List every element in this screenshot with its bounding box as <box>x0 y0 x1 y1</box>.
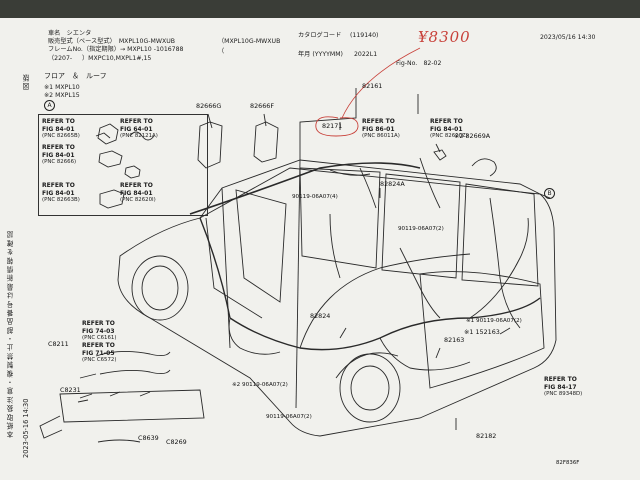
catalog-code-value: (119140) <box>350 32 379 39</box>
part-90119-d: ※1 90119-06A07(2) <box>466 318 522 324</box>
part-152163: ※1 152163 <box>464 328 500 336</box>
refer-fig: FIG 86-01 <box>362 125 395 133</box>
part-90119-e: ※2 90119-06A07(2) <box>232 382 288 388</box>
refer-fig: FIG 84-01 <box>42 151 75 159</box>
part-82161: 82161 <box>362 82 383 90</box>
refer-title: REFER TO <box>42 144 75 151</box>
refer-title: REFER TO <box>42 118 75 125</box>
part-82669a: ※2 82669A <box>454 132 491 140</box>
refer-box-3: REFER TO FIG 84-01 (PNC 82666) <box>42 144 76 166</box>
refer-pnc: (PNC C6161) <box>82 335 117 341</box>
section-title: フロア ＆ ルーフ <box>44 72 107 80</box>
refer-title: REFER TO <box>544 376 577 383</box>
refer-pnc: (PNC 82620I) <box>120 197 156 203</box>
legend-note-1: ※1 MXPL10 <box>44 84 80 91</box>
diagram-refer-2: REFER TO FIG 84-01 (PNC 82620Z) <box>430 118 468 140</box>
refer-title: REFER TO <box>42 182 75 189</box>
part-90119-a: 90119-06A07(4) <box>292 194 338 200</box>
refer-box-4: REFER TO FIG 84-01 (PNC 82620I) <box>120 182 156 204</box>
frame-line: フレームNo.（指定期限）→ MXPL10 -1016788 <box>48 46 184 53</box>
diagram-refer-4: REFER TO FIG 71-05 (PNC C6572) <box>82 342 116 364</box>
refer-title: REFER TO <box>120 118 153 125</box>
refer-box-1: REFER TO FIG 84-01 (PNC 82665B) <box>42 118 80 140</box>
handwritten-price: ¥8300 <box>418 28 471 46</box>
part-90119-c: 90119-06A07(2) <box>266 414 312 420</box>
catalog-page: 車名 シエンタ 販売型式（ベース型式） MXPL10G-MWXUB （MXPL1… <box>0 18 640 480</box>
refer-fig: FIG 84-01 <box>42 189 75 197</box>
refer-title: REFER TO <box>82 342 115 349</box>
part-82163: 82163 <box>444 336 465 344</box>
callout-circle-a: A <box>44 100 55 111</box>
refer-title: REFER TO <box>120 182 153 189</box>
refer-fig: FIG 84-01 <box>120 189 153 197</box>
date-value: 2022L1 <box>354 51 378 58</box>
part-c8639: C8639 <box>138 434 159 442</box>
refer-pnc: (PNC 82663B) <box>42 197 80 203</box>
diagram-refer-3: REFER TO FIG 74-03 (PNC C6161) <box>82 320 116 342</box>
car-name: 車名 シエンタ <box>48 30 92 37</box>
refer-title: REFER TO <box>362 118 395 125</box>
inset-box <box>38 114 208 216</box>
refer-fig: FIG 64-01 <box>120 125 153 133</box>
refer-pnc: (PNC 82666) <box>42 159 77 165</box>
refer-pnc: (PNC 82665B) <box>42 133 80 139</box>
refer-box-5: REFER TO FIG 84-01 (PNC 82663B) <box>42 182 80 204</box>
model-line-right: （MXPL10G-MWXUB <box>218 38 281 45</box>
wiring-diagram-drawing <box>39 47 557 443</box>
model-line: 販売型式（ベース型式） MXPL10G-MWXUB <box>48 38 175 45</box>
date-label: 年月 (YYYYMM) <box>298 51 343 58</box>
refer-fig: FIG 84-01 <box>42 125 75 133</box>
part-82666g: 82666G <box>196 102 222 110</box>
diagram-refer-5: REFER TO FIG 84-17 (PNC 89348D) <box>544 376 582 398</box>
refer-title: REFER TO <box>82 320 115 327</box>
catalog-code-label: カタログコード <box>298 32 342 39</box>
part-c8269: C8269 <box>166 438 187 446</box>
part-82666f: 82666F <box>250 102 275 110</box>
part-c8231: C8231 <box>60 386 81 394</box>
refer-fig: FIG 84-01 <box>430 125 463 133</box>
model-line-right2: （ <box>218 48 225 55</box>
range-line: （2207- <box>48 55 73 62</box>
refer-pnc: (PNC 82620Z) <box>430 133 468 139</box>
refer-pnc: (PNC 82121A) <box>120 133 158 139</box>
refer-pnc: (PNC 86011A) <box>362 133 400 139</box>
refer-fig: FIG 74-03 <box>82 327 115 335</box>
range-line-2: ）MXPC10,MXPL1#,15 <box>82 55 152 62</box>
refer-fig: FIG 84-17 <box>544 383 577 391</box>
refer-pnc: (PNC C6572) <box>82 357 117 363</box>
diagram-refer-1: REFER TO FIG 86-01 (PNC 86011A) <box>362 118 400 140</box>
part-82824a: 82824A <box>380 180 405 188</box>
part-82171: 82171 <box>322 122 343 130</box>
refer-title: REFER TO <box>430 118 463 125</box>
refer-fig: FIG 71-05 <box>82 349 115 357</box>
legend-note-2: ※2 MXPL15 <box>44 92 80 99</box>
part-c8211: C8211 <box>48 340 69 348</box>
refer-pnc: (PNC 89348D) <box>544 391 583 397</box>
fig-no: Fig-No. 82-02 <box>396 60 442 67</box>
timestamp: 2023/05/16 14:30 <box>540 34 596 41</box>
figure-code: 82F836F <box>556 460 580 466</box>
refer-box-2: REFER TO FIG 64-01 (PNC 82121A) <box>120 118 158 140</box>
part-82824: 82824 <box>310 312 331 320</box>
callout-circle-b: B <box>544 188 555 199</box>
part-90119-b: 90119-06A07(2) <box>398 226 444 232</box>
part-82182: 82182 <box>476 432 497 440</box>
